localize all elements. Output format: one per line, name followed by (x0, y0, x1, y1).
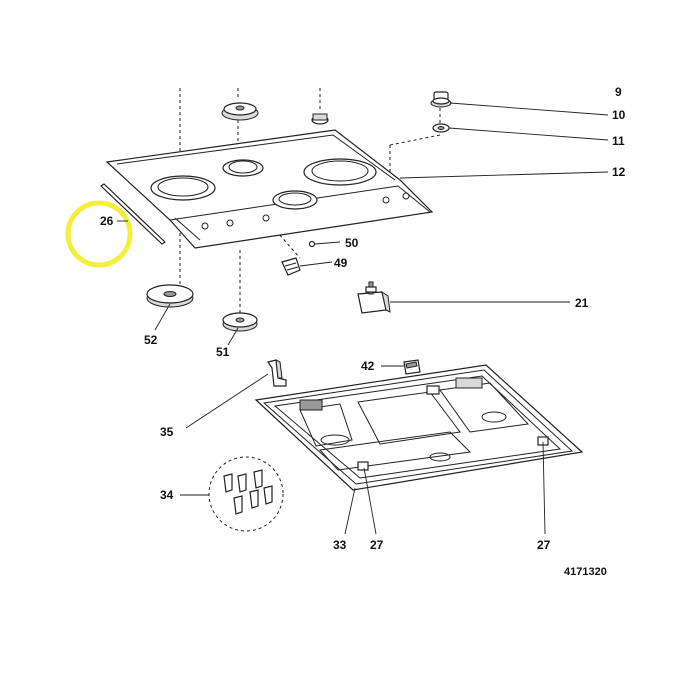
leader-line (185, 373, 269, 429)
part-label-49: 49 (334, 256, 348, 270)
part-label-33: 33 (333, 538, 347, 552)
part-label-34: 34 (160, 488, 174, 502)
leader-line (448, 127, 609, 141)
clip-part-49 (281, 257, 301, 276)
leader-line (314, 241, 341, 245)
hob-top-plate-part-12 (105, 129, 434, 249)
part-label-50: 50 (345, 236, 359, 250)
part-label-42: 42 (361, 359, 375, 373)
clip-part-42 (403, 359, 421, 375)
clip-set-part-34 (208, 456, 284, 532)
leader-line (542, 441, 546, 535)
leader-line (299, 261, 333, 267)
leader-line (449, 102, 609, 116)
part-label-11: 11 (612, 134, 625, 148)
highlight-ring (65, 200, 133, 268)
part-label-10: 10 (612, 108, 626, 122)
leader-line (344, 487, 356, 535)
burner-cap-top (221, 102, 259, 121)
part-label-27: 27 (370, 538, 384, 552)
screw-part-50 (308, 240, 316, 248)
part-label-52: 52 (144, 333, 158, 347)
part-label-35: 35 (160, 425, 174, 439)
part-label-12: 12 (612, 165, 626, 179)
diagram-reference-code: 4171320 (564, 566, 607, 578)
washer-part-11 (432, 123, 450, 133)
burner-base-part-51 (222, 312, 258, 332)
leader-line (154, 303, 171, 331)
leader-line (363, 467, 377, 535)
burner-base-part-52 (146, 284, 194, 308)
part-label-9: 9 (615, 85, 622, 99)
part-label-51: 51 (216, 345, 230, 359)
axis-line (389, 134, 441, 146)
grommet-part (311, 113, 329, 125)
ignition-part-21 (357, 281, 391, 314)
part-label-27: 27 (537, 538, 551, 552)
bottom-tray-part-33 (254, 364, 584, 491)
seal-strip-part-26 (100, 183, 166, 245)
part-label-21: 21 (575, 296, 589, 310)
nut-part-10 (430, 91, 452, 108)
part-label-26: 26 (100, 214, 114, 228)
leader-line (399, 171, 609, 179)
bracket-part-35 (267, 359, 287, 387)
leader-line (227, 327, 239, 346)
